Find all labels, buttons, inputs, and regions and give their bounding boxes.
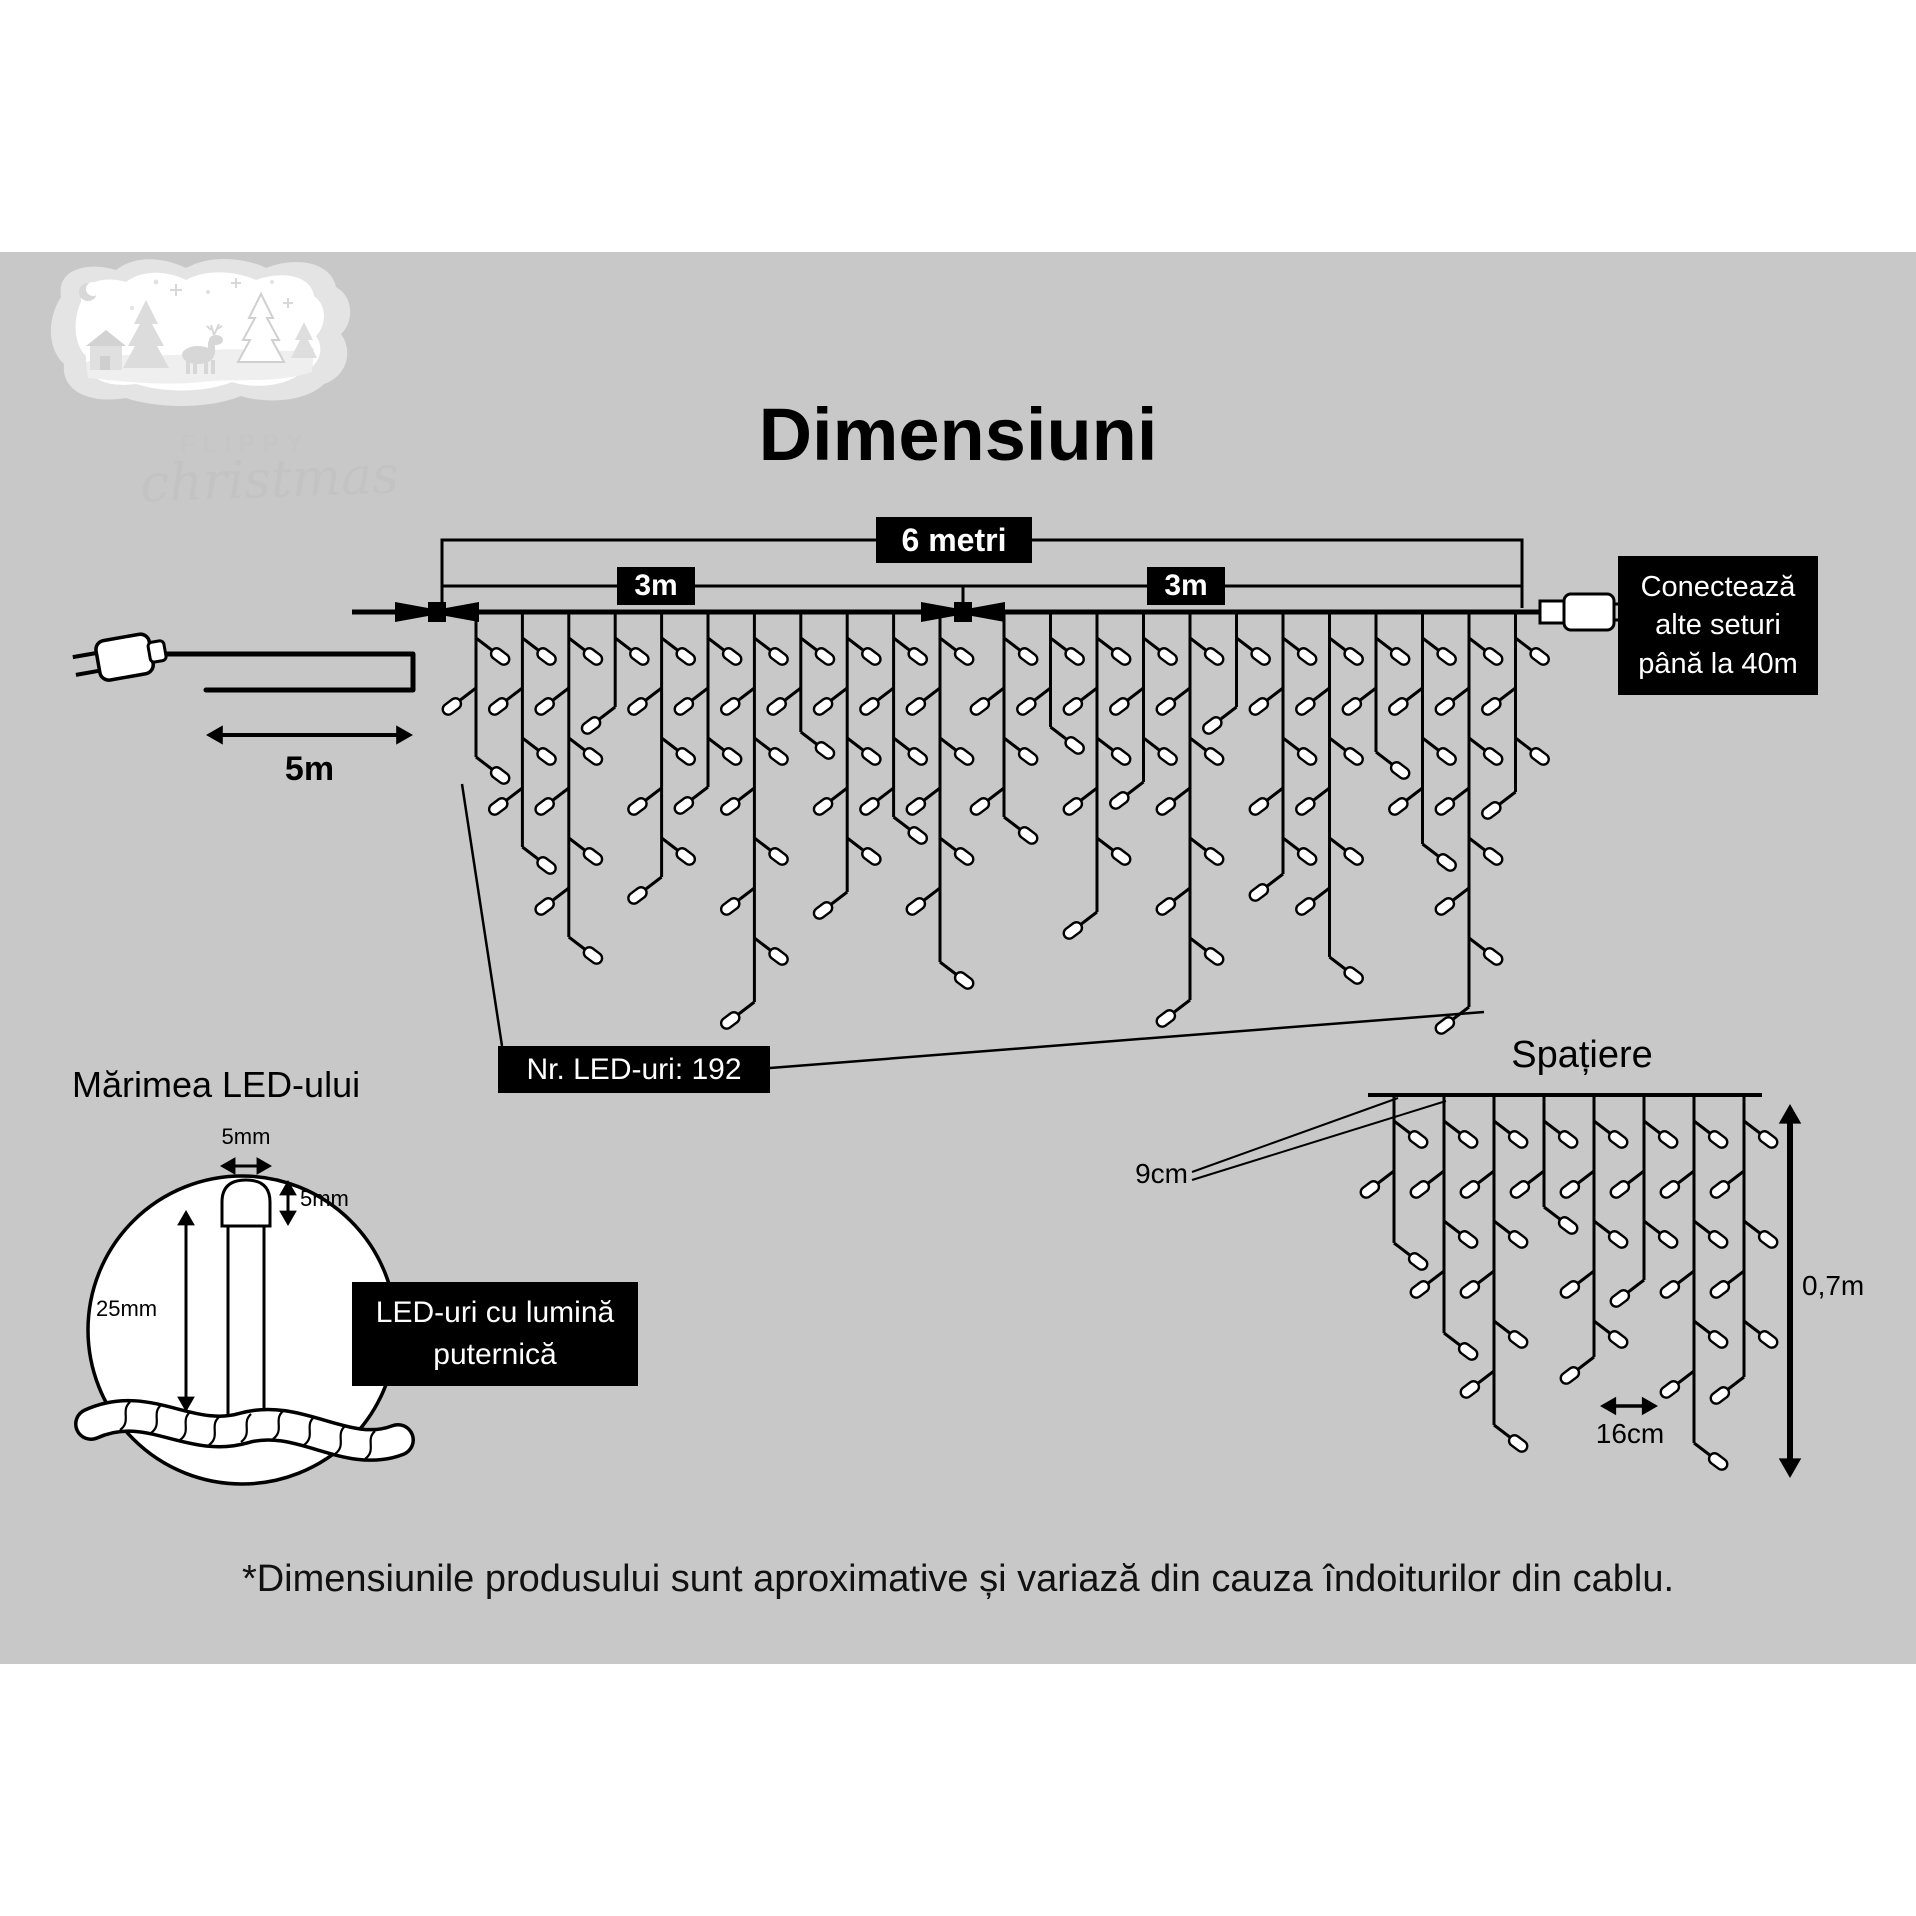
end-connector-icon: [1538, 592, 1630, 632]
spacing-strands: [1359, 1095, 1779, 1471]
bulb-width-label: 5mm: [221, 1124, 271, 1149]
led-size-title: Mărimea LED-ului: [72, 1064, 361, 1105]
power-plug-icon: [72, 632, 168, 682]
led-brightness-note: LED-uri cu lumină puternică: [352, 1282, 638, 1386]
led-brightness-note-line: puternică: [433, 1338, 557, 1371]
connector-note-line: alte seturi: [1655, 609, 1781, 642]
connector-note: Conectează alte seturi până la 40m: [1618, 556, 1818, 695]
brand-scene: [50, 258, 351, 406]
spacing-title: Spațiere: [1511, 1034, 1653, 1076]
drop-gap-label: 9cm: [1135, 1158, 1188, 1189]
total-length-label: 6 metri: [876, 517, 1032, 563]
connector-left-icon: [395, 602, 479, 622]
connector-note-line: Conectează: [1640, 571, 1796, 603]
led-bulb-shape: [220, 1178, 272, 1228]
right-segment-label: 3m: [1147, 567, 1225, 605]
main-wire-and-brackets: [163, 538, 1540, 1070]
led-magnifier: [74, 1174, 415, 1486]
bulb-length-label: 25mm: [96, 1296, 158, 1321]
wire-twist-marks: [119, 1401, 376, 1460]
led-brightness-note-line: LED-uri cu lumină: [375, 1296, 615, 1329]
measurement-arrows: [177, 725, 1802, 1478]
page-title: Dimensiuni: [758, 393, 1158, 476]
led-body-shape: [226, 1224, 266, 1420]
lead-length-label: 5m: [284, 750, 335, 788]
bulb-height-label: 5mm: [300, 1186, 349, 1211]
disclaimer-text: *Dimensiunile produsului sunt aproximati…: [241, 1558, 1675, 1600]
connector-note-line: până la 40m: [1638, 647, 1798, 680]
drop-length-label: 0,7m: [1802, 1270, 1865, 1301]
connector-center-icon: [921, 602, 1005, 622]
spacing-diagram-lines: [1191, 1093, 1762, 1181]
left-segment-label: 3m: [617, 567, 695, 605]
brand-name-top: FLIPPY: [180, 430, 310, 458]
led-count-label: Nr. LED-uri: 192: [498, 1046, 770, 1093]
led-gap-label: 16cm: [1595, 1418, 1665, 1449]
icicle-curtain: [441, 612, 1550, 1035]
